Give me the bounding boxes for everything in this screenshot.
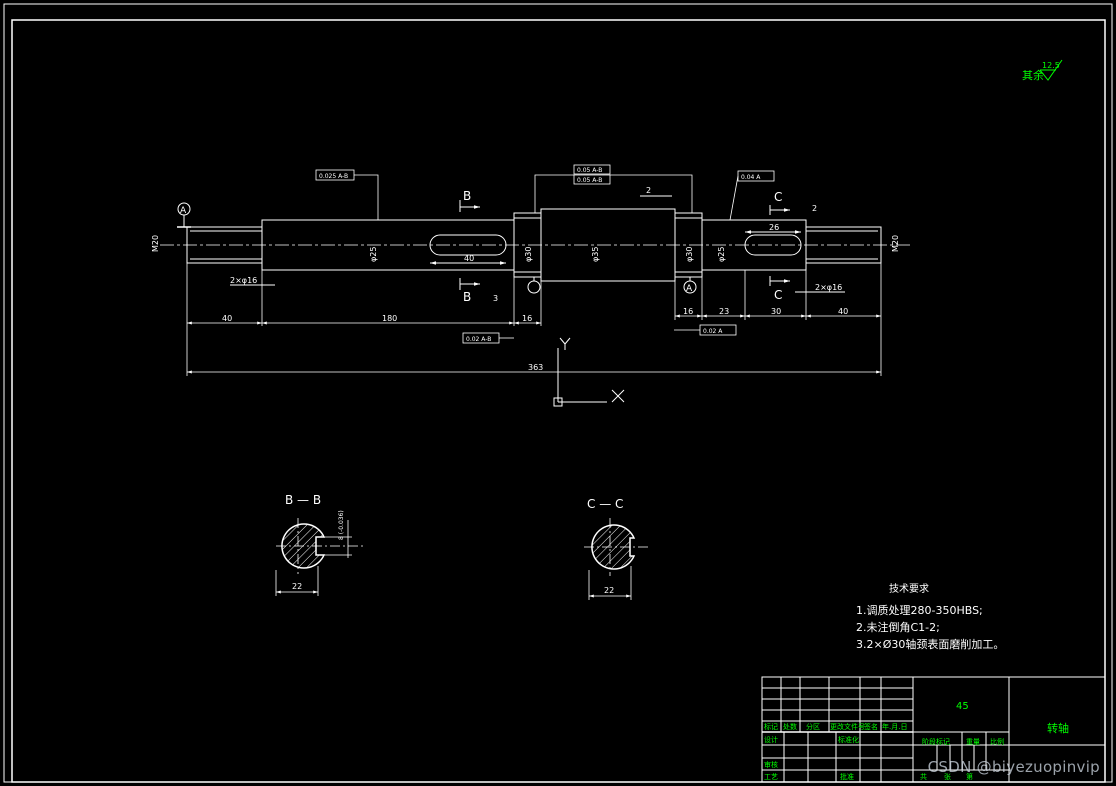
datum-a-right: A: [683, 277, 697, 294]
tb-sheet-no: 张: [944, 772, 951, 781]
section-cc-width: 22: [604, 586, 614, 595]
tb-header-3: 更改文件号: [830, 722, 865, 731]
note-1: 1.调质处理280-350HBS;: [856, 604, 983, 617]
tb-header-1: 处数: [783, 722, 797, 731]
tb-header-0: 标记: [764, 722, 778, 731]
tb-weight: 重量: [966, 738, 980, 746]
surface-finish-label: 其余: [1022, 68, 1044, 82]
technical-notes: 技术要求 1.调质处理280-350HBS; 2.未注倒角C1-2; 3.2×Ø…: [856, 582, 1004, 651]
tol-4: 0.04 A: [741, 174, 761, 181]
dim-40-right: 40: [838, 307, 848, 316]
dia-right-thread: M20: [891, 235, 900, 252]
note-2: 2.未注倒角C1-2;: [856, 620, 940, 634]
tb-sheet-total: 共: [920, 772, 927, 781]
tolerance-frame-5: 0.02 A: [674, 324, 737, 336]
dim-40-left: 40: [222, 314, 232, 323]
section-bb-depth: 8 (-0.036): [338, 510, 345, 540]
tol-6: 0.02 A-B: [466, 336, 491, 343]
holes-left: 2×φ16: [230, 276, 257, 285]
tolerance-frame-6: 0.02 A-B: [462, 332, 514, 344]
section-c-label-top: C: [774, 190, 782, 204]
datum-a-label-left: A: [180, 206, 187, 216]
dim-23: 23: [719, 307, 729, 316]
tb-stage: 阶段标记: [922, 737, 950, 746]
dim-keyway-left: 40: [464, 254, 474, 263]
surface-finish-mark: 其余 12.5: [1022, 59, 1063, 82]
section-cc-title: C — C: [587, 497, 623, 511]
dia-25-left: φ25: [369, 247, 378, 262]
tb-process: 工艺: [764, 773, 778, 781]
datum-b-mid: [527, 277, 541, 294]
tol-5: 0.02 A: [703, 328, 723, 335]
tb-header-2: 分区: [806, 722, 820, 731]
watermark: CSDN @biyezuopinvip: [927, 758, 1100, 776]
title-block-text: 标记 处数 分区 更改文件号 签名 年.月.日 设计 标准化 审核 工艺 批准 …: [764, 722, 1004, 781]
tb-header-5: 年.月.日: [882, 722, 907, 731]
datum-a-label-right: A: [686, 284, 693, 294]
section-view-bb: [275, 518, 366, 596]
ucs-icon: [553, 337, 625, 407]
tol-1: 0.025 A-B: [319, 173, 348, 180]
dimension-lines: [187, 314, 881, 374]
section-b-label-top: B: [463, 189, 471, 203]
dim-30: 30: [771, 307, 781, 316]
surface-finish-value: 12.5: [1042, 61, 1060, 70]
dim-16-right: 16: [683, 307, 693, 316]
tolerance-frame-1: 0.025 A-B: [315, 169, 379, 220]
tb-scale: 比例: [990, 737, 1004, 746]
section-c-label-bottom: C: [774, 288, 782, 302]
tb-material: 45: [956, 701, 969, 712]
tb-header-4: 签名: [864, 722, 878, 731]
tb-part-name: 转轴: [1047, 721, 1069, 735]
dim-2-right: 2: [812, 204, 817, 213]
note-3: 3.2×Ø30轴颈表面磨削加工。: [856, 637, 1004, 651]
dim-2-top: 2: [646, 186, 651, 195]
section-cut-b: [459, 200, 480, 290]
tb-design: 设计: [764, 735, 778, 744]
tb-standard: 标准化: [838, 735, 859, 744]
dia-30-right: φ30: [685, 247, 694, 262]
section-bb-title: B — B: [285, 493, 321, 507]
holes-right: 2×φ16: [815, 283, 842, 292]
tolerance-frame-2: 0.05 A-B 0.05 A-B: [534, 164, 693, 213]
dia-35-center: φ35: [591, 247, 600, 262]
dia-25-right: φ25: [717, 247, 726, 262]
tol-3: 0.05 A-B: [577, 177, 602, 184]
dim-keyway-right: 26: [769, 223, 779, 232]
section-b-label-bottom: B: [463, 290, 471, 304]
dia-30-left: φ30: [524, 247, 533, 262]
dim-16-left: 16: [522, 314, 532, 323]
title-block: [761, 676, 1106, 783]
inner-frame: [11, 19, 1106, 783]
tolerance-frame-4: 0.04 A: [729, 170, 775, 221]
extension-lines: [186, 263, 882, 376]
section-bb-width: 22: [292, 582, 302, 591]
tb-sheet-of: 第: [966, 772, 973, 781]
tb-approve: 批准: [840, 772, 854, 781]
dim-3: 3: [493, 294, 498, 303]
section-cut-c: [769, 205, 790, 286]
section-view-cc: [584, 518, 650, 600]
datum-a-left: A: [177, 202, 191, 228]
dim-total: 363: [528, 363, 543, 372]
tb-check: 审核: [764, 760, 778, 769]
dia-left-thread: M20: [151, 235, 160, 252]
notes-title: 技术要求: [889, 582, 929, 595]
tol-2: 0.05 A-B: [577, 167, 602, 174]
dim-180: 180: [382, 314, 397, 323]
